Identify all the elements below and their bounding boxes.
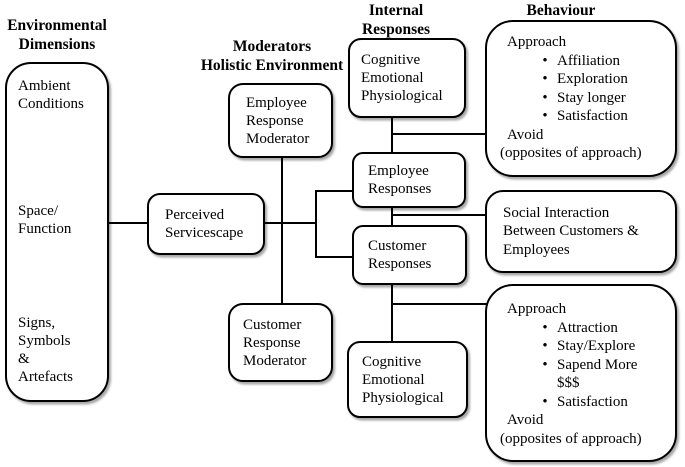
connector-employee-to-customer-responses xyxy=(391,206,393,227)
connector-to-employee-behaviour xyxy=(391,133,487,135)
connector-perceived-to-junction xyxy=(263,222,317,224)
connector-employee-internal-to-responses xyxy=(391,116,393,154)
avoid-label: Avoid xyxy=(507,126,544,143)
connector-customer-responses-to-internal xyxy=(391,283,393,344)
employee-internal-responses-label: Cognitive Emotional Physiological xyxy=(361,52,443,104)
bullet-item: Affiliation xyxy=(557,52,621,69)
bullet-item: Stay/Explore xyxy=(557,338,636,354)
avoid-note: (opposites of approach) xyxy=(500,145,642,161)
bullet-row: • Sapend More $$$ xyxy=(487,356,675,393)
bullet-row: • Attraction xyxy=(487,319,675,338)
approach-label: Approach xyxy=(507,301,567,317)
connector-junction-to-employee-responses xyxy=(315,190,354,192)
junction-vertical-line xyxy=(315,190,317,258)
bullet-item: Sapend More $$$ xyxy=(557,356,638,392)
approach-label: Approach xyxy=(507,34,567,50)
customer-internal-responses-label: Cognitive Emotional Physiological xyxy=(362,353,444,406)
heading-moderators-holistic-environment: Moderators Holistic Environment xyxy=(200,38,344,74)
space-function-label: Space/ Function xyxy=(18,203,72,237)
customer-behaviour-box: Approach • Attraction • Stay/Explore • S… xyxy=(485,284,677,462)
bullet-row: • Affiliation xyxy=(487,52,675,71)
heading-behaviour: Behaviour xyxy=(526,2,596,19)
connector-moderators-vertical-line xyxy=(281,156,283,304)
employee-internal-responses-box: Cognitive Emotional Physiological xyxy=(348,38,466,118)
bullet-icon: • xyxy=(542,52,548,69)
perceived-servicescape-label: Perceived Servicescape xyxy=(165,207,244,241)
bullet-item: Stay longer xyxy=(557,89,626,106)
perceived-servicescape-box: Perceived Servicescape xyxy=(147,193,265,255)
customer-responses-label: Customer Responses xyxy=(368,238,432,272)
environmental-dimensions-box: Ambient Conditions Space/ Function Signs… xyxy=(5,62,109,402)
heading-environmental-dimensions: Environmental Dimensions xyxy=(7,17,107,53)
bullet-row: • Exploration xyxy=(487,70,675,89)
bullet-item: Attraction xyxy=(557,319,618,336)
bullet-item: Exploration xyxy=(557,71,628,87)
customer-response-moderator-box: Customer Response Moderator xyxy=(228,303,333,382)
connector-env-to-perceived xyxy=(106,222,150,224)
ambient-conditions-label: Ambient Conditions xyxy=(18,78,84,112)
bullet-icon: • xyxy=(542,338,548,354)
employee-responses-label: Employee Responses xyxy=(368,163,432,197)
employee-responses-box: Employee Responses xyxy=(352,152,466,208)
bullet-item: Satisfaction xyxy=(557,108,628,124)
bullet-row: • Satisfaction xyxy=(487,393,675,412)
avoid-label: Avoid xyxy=(507,412,544,428)
bullet-icon: • xyxy=(542,71,548,87)
connector-to-social-interaction xyxy=(391,214,487,216)
bullet-icon: • xyxy=(542,89,548,106)
signs-symbols-artefacts-label: Signs, Symbols & Artefacts xyxy=(18,315,73,385)
bullet-icon: • xyxy=(542,319,548,336)
customer-response-moderator-label: Customer Response Moderator xyxy=(243,316,307,369)
connector-to-customer-behaviour xyxy=(391,303,487,305)
connector-junction-to-customer-responses xyxy=(315,256,354,258)
bullet-row: • Satisfaction xyxy=(487,107,675,126)
social-interaction-box: Social Interaction Between Customers & E… xyxy=(485,190,677,273)
employee-response-moderator-label: Employee Response Moderator xyxy=(246,94,310,147)
social-interaction-label: Social Interaction Between Customers & E… xyxy=(503,204,639,258)
bullet-icon: • xyxy=(542,393,548,410)
customer-internal-responses-box: Cognitive Emotional Physiological xyxy=(347,341,468,418)
heading-internal-responses: Internal Responses xyxy=(361,2,431,38)
avoid-note: (opposites of approach) xyxy=(500,430,642,447)
bullet-item: Satisfaction xyxy=(557,393,628,410)
customer-responses-box: Customer Responses xyxy=(352,225,467,285)
bullet-icon: • xyxy=(542,356,548,373)
bullet-row: • Stay/Explore xyxy=(487,337,675,356)
bullet-row: • Stay longer xyxy=(487,89,675,108)
employee-response-moderator-box: Employee Response Moderator xyxy=(228,83,333,158)
bullet-icon: • xyxy=(542,108,548,124)
employee-behaviour-box: Approach • Affiliation • Exploration • S… xyxy=(485,20,677,177)
